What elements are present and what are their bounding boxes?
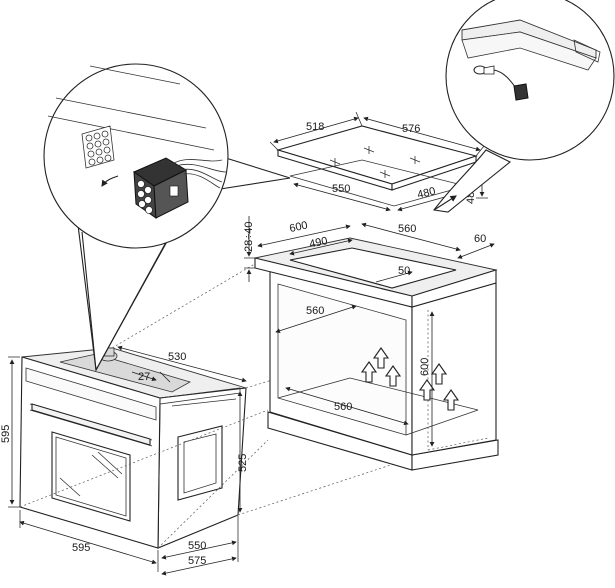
dim-hob-518: 518 — [306, 121, 324, 133]
connector-detail-callout — [43, 63, 291, 372]
dim-cabinet-50: 50 — [398, 265, 410, 277]
dim-cabinet-560-top: 560 — [398, 223, 416, 235]
socket-icon — [81, 125, 115, 169]
dim-hob-480: 480 — [416, 185, 437, 201]
plug-icon — [132, 157, 227, 220]
bracket-detail-callout — [433, 0, 615, 213]
dim-oven-595-height: 595 — [0, 425, 12, 443]
dim-cabinet-560-side: 560 — [306, 305, 324, 317]
dim-hob-550: 550 — [332, 183, 350, 195]
cabinet-drawing — [254, 237, 499, 471]
oven-dimensions: 530 27 595 525 595 550 575 — [0, 345, 249, 576]
dim-oven-525: 525 — [237, 454, 249, 472]
dim-oven-550: 550 — [188, 540, 206, 552]
dim-cabinet-490: 490 — [308, 235, 328, 251]
hob-dimensions: 518 576 550 480 48 — [269, 111, 488, 212]
dim-oven-27: 27 — [138, 371, 150, 383]
projection-lines — [19, 261, 413, 549]
airflow-arrows — [360, 347, 460, 411]
dim-oven-595-width: 595 — [72, 542, 90, 554]
dim-cabinet-600: 600 — [288, 219, 308, 235]
cabinet-dimensions: 28÷40 600 490 560 60 50 560 600 560 — [243, 216, 495, 447]
dim-cabinet-60: 60 — [474, 233, 486, 245]
dim-hob-576: 576 — [402, 123, 420, 135]
oven-drawing — [19, 347, 247, 549]
clip-icon — [473, 65, 529, 101]
dim-oven-530: 530 — [168, 351, 186, 363]
dim-oven-575: 575 — [188, 555, 206, 567]
dim-cabinet-28-40: 28÷40 — [243, 221, 255, 252]
dim-cabinet-560-bottom: 560 — [334, 401, 352, 413]
dim-cabinet-600-height: 600 — [419, 358, 431, 376]
